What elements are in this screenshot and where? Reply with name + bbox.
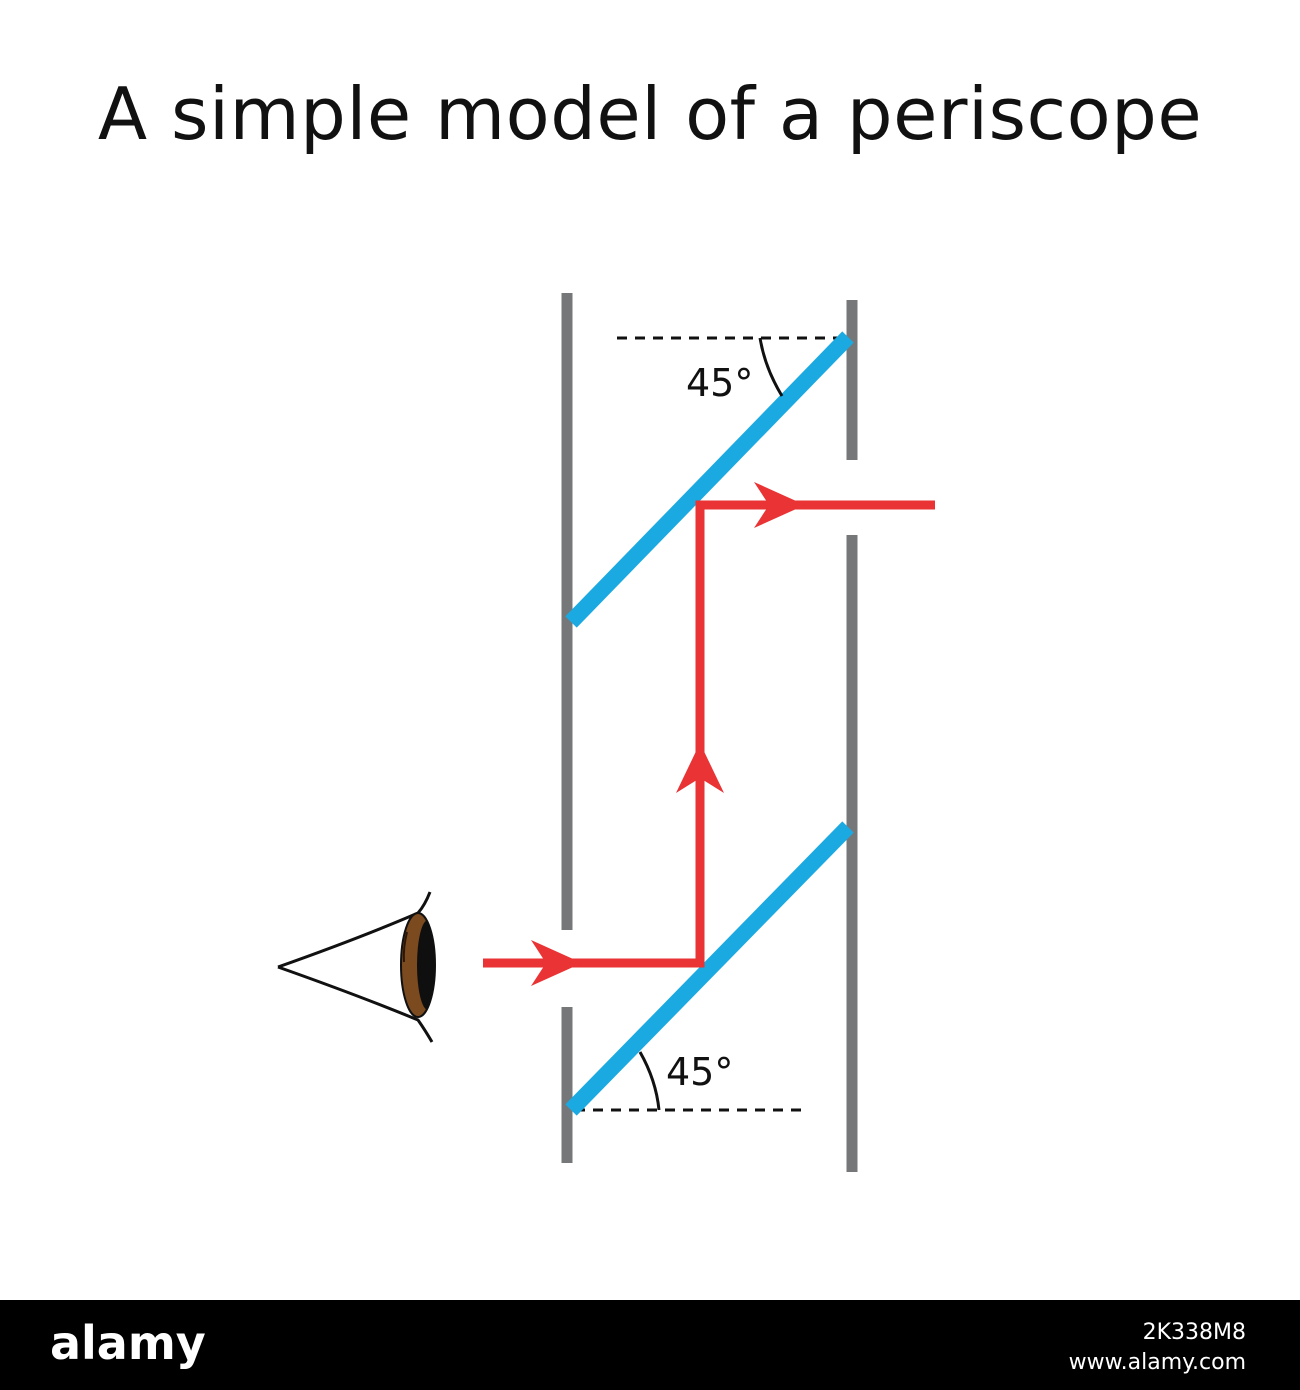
tube-walls [561, 293, 858, 1172]
footer-image-info: 2K338M8 www.alamy.com [1069, 1318, 1246, 1378]
top-angle-arc [758, 337, 784, 397]
ray-arrow-horizontal-lower [531, 940, 582, 986]
footer-image-id: 2K338M8 [1142, 1320, 1246, 1345]
bottom-angle-label: 45° [666, 1050, 733, 1094]
top-mirror [565, 331, 854, 628]
top-angle-label: 45° [686, 361, 753, 405]
ray-path [483, 500, 935, 968]
footer-site: www.alamy.com [1068, 1350, 1246, 1375]
eye-icon [277, 891, 436, 1043]
angle-arcs [638, 337, 784, 1111]
mirrors [565, 331, 854, 1116]
eye-upper-lid [277, 891, 432, 969]
light-ray [483, 482, 935, 986]
diagram-title: A simple model of a periscope [97, 72, 1203, 156]
ray-arrow-vertical [676, 743, 724, 793]
bottom-angle-arc [638, 1051, 661, 1111]
reference-lines [575, 336, 848, 1112]
ray-arrow-horizontal-upper [754, 482, 805, 528]
periscope-diagram: 45° 45° [277, 293, 935, 1172]
bottom-mirror [565, 821, 854, 1116]
stock-footer: alamy 2K338M8 www.alamy.com [0, 1300, 1300, 1390]
eye-lower-lid [277, 965, 434, 1043]
eye-highlight [402, 931, 408, 963]
footer-logo: alamy [50, 1316, 206, 1370]
